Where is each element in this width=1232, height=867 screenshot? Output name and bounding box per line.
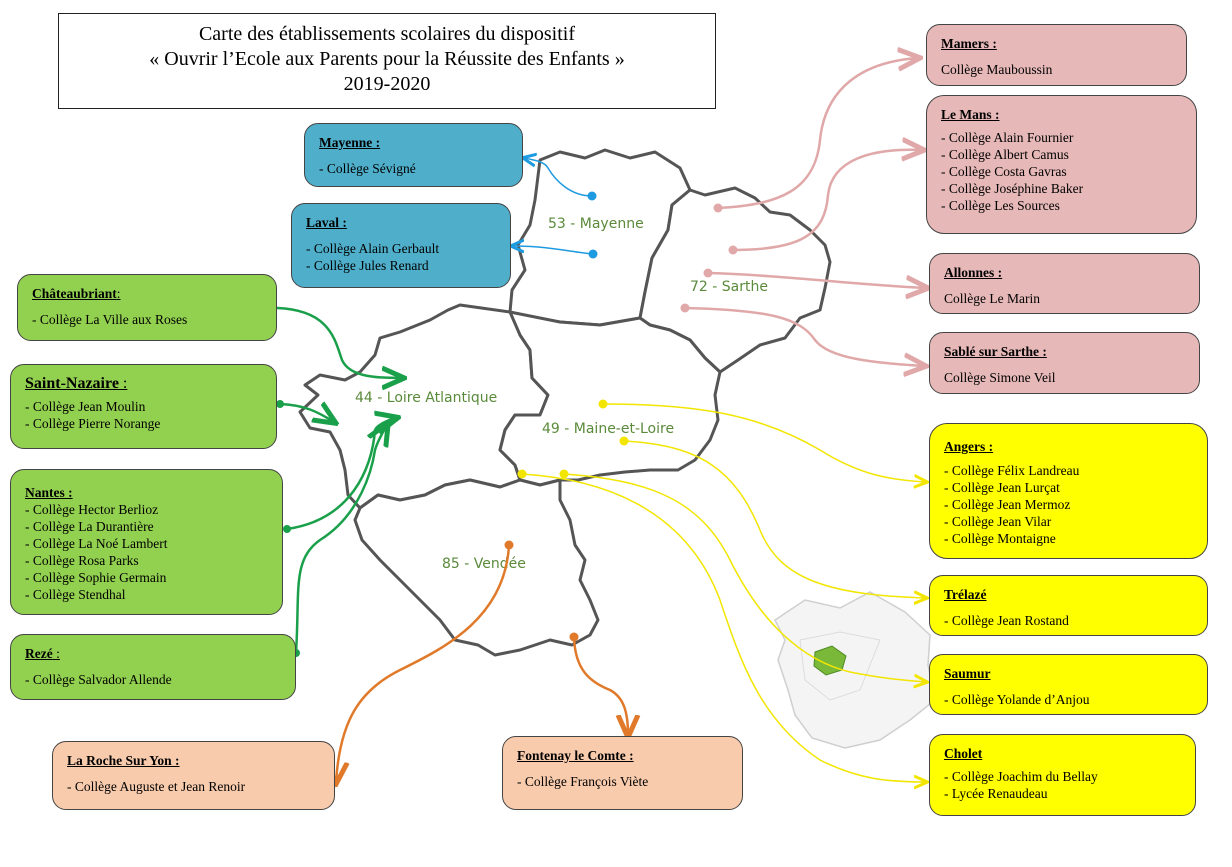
list-item: - Collège Pierre Norange [25,416,161,431]
vendee-shape [353,478,600,657]
card-angers: Angers : - Collège Félix Landreau - Coll… [929,423,1208,559]
list-item: - Collège Yolande d’Anjou [944,692,1090,707]
card-city-suffix: : [118,375,128,392]
card-city: Nantes : [25,485,73,500]
card-cholet: Cholet - Collège Joachim du Bellay - Lyc… [929,734,1196,816]
card-city: Mamers : [941,36,997,51]
list-item: - Collège Jean Rostand [944,613,1069,628]
list-item: - Collège Auguste et Jean Renoir [67,779,246,794]
list-item: - Collège Félix Landreau [944,463,1080,478]
list-item: - Collège La Ville aux Roses [32,312,188,327]
list-item: - Collège Sophie Germain [25,570,167,585]
list-item: - Collège Stendhal [25,587,126,602]
list-item: - Collège Jean Lurçat [944,480,1060,495]
card-fontenay-le-comte: Fontenay le Comte : - Collège François V… [502,736,743,810]
card-saumur: Saumur - Collège Yolande d’Anjou [929,654,1208,715]
list-item: - Collège La Noé Lambert [25,536,168,551]
list-item: Collège Le Marin [944,291,1040,306]
card-city: Mayenne : [319,135,381,150]
map-title: Carte des établissements scolaires du di… [58,13,716,109]
list-item: - Collège Albert Camus [941,147,1069,162]
list-item: - Collège Jean Mermoz [944,497,1071,512]
list-item: - Collège Salvador Allende [25,672,172,687]
card-reze: Rezé : - Collège Salvador Allende [10,634,296,700]
card-city: Allonnes : [944,265,1003,280]
list-item: - Collège La Durantière [25,519,154,534]
list-item: - Collège Alain Gerbault [306,241,440,256]
card-city: Châteaubriant [32,286,117,301]
card-city: Angers : [944,439,994,454]
card-mayenne: Mayenne : - Collège Sévigné [304,123,523,187]
card-allonnes: Allonnes : Collège Le Marin [929,253,1200,314]
list-item: - Collège Costa Gavras [941,164,1067,179]
list-item: - Lycée Renaudeau [944,786,1048,801]
card-chateaubriant: Châteaubriant: - Collège La Ville aux Ro… [17,274,277,341]
card-city: Laval : [306,215,347,230]
loire-atlantique-shape [298,303,550,510]
card-city: La Roche Sur Yon : [67,753,180,768]
card-mamers: Mamers : Collège Mauboussin [926,24,1187,86]
list-item: - Collège Jean Moulin [25,399,146,414]
france-inset-map [774,591,936,749]
title-line-1: Carte des établissements scolaires du di… [198,23,576,45]
list-item: - Collège Alain Fournier [941,130,1074,145]
card-city-suffix: : [52,646,60,661]
dept-label-loire-atlantique: 44 - Loire Atlantique [355,390,497,406]
dept-label-mayenne: 53 - Mayenne [548,216,644,232]
list-item: - Collège Joséphine Baker [941,181,1084,196]
card-le-mans: Le Mans : - Collège Alain Fournier - Col… [926,95,1197,234]
list-item: - Collège Joachim du Bellay [944,769,1098,784]
card-city: Saumur [944,666,991,681]
dept-label-maine-et-loire: 49 - Maine-et-Loire [542,421,674,437]
card-laval: Laval : - Collège Alain Gerbault - Collè… [291,203,511,288]
list-item: - Collège Rosa Parks [25,553,139,568]
card-city: Rezé [25,646,53,661]
card-la-roche-sur-yon: La Roche Sur Yon : - Collège Auguste et … [52,741,335,810]
sarthe-shape [638,186,832,374]
list-item: Collège Mauboussin [941,62,1053,77]
card-trelaze: Trélazé - Collège Jean Rostand [929,575,1208,636]
list-item: - Collège Hector Berlioz [25,502,159,517]
list-item: - Collège Jules Renard [306,258,429,273]
list-item: - Collège Jean Vilar [944,514,1052,529]
list-item: - Collège Sévigné [319,161,416,176]
title-line-2: « Ouvrir l’Ecole aux Parents pour la Réu… [149,48,625,70]
list-item: - Collège Montaigne [944,531,1056,546]
title-line-3: 2019-2020 [343,73,431,95]
card-nantes: Nantes : - Collège Hector Berlioz - Coll… [10,469,283,615]
card-city: Trélazé [944,587,987,602]
list-item: - Collège François Viète [517,774,649,789]
card-city: Le Mans : [941,107,1000,122]
list-item: - Collège Les Sources [941,198,1060,213]
card-city: Fontenay le Comte : [517,748,634,763]
card-city-suffix: : [116,286,121,301]
card-city: Sablé sur Sarthe : [944,344,1047,359]
card-city: Saint-Nazaire [25,375,119,392]
card-sable-sur-sarthe: Sablé sur Sarthe : Collège Simone Veil [929,332,1200,394]
card-saint-nazaire: Saint-Nazaire : - Collège Jean Moulin - … [10,364,277,449]
card-city: Cholet [944,746,983,761]
dept-label-sarthe: 72 - Sarthe [690,279,768,295]
dept-label-vendee: 85 - Vendée [442,556,526,572]
maine-et-loire-shape [498,310,722,487]
list-item: Collège Simone Veil [944,370,1056,385]
